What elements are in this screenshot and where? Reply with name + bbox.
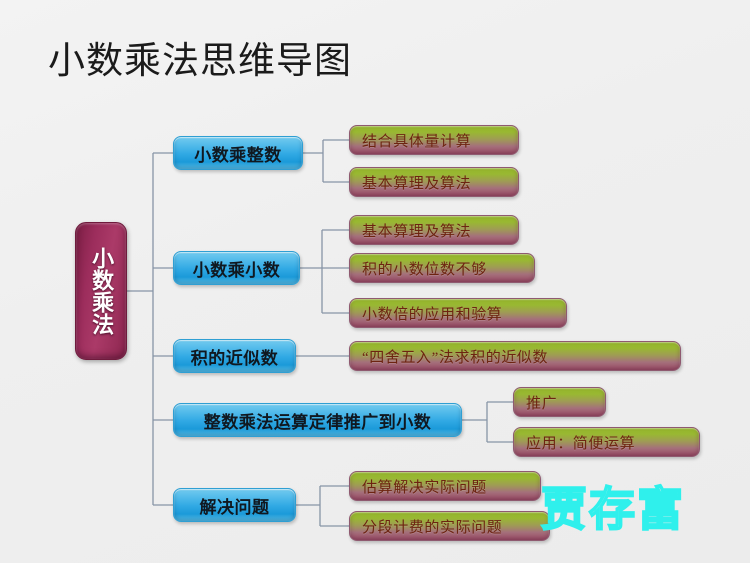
leaf-node-5-1-label: 估算解决实际问题: [362, 479, 487, 496]
branch-node-2[interactable]: 小数乘小数: [173, 251, 300, 285]
mindmap-root-label: 小数乘法: [89, 247, 115, 335]
leaf-node-3-1[interactable]: “四舍五入”法求积的近似数: [349, 341, 681, 371]
leaf-node-2-2[interactable]: 积的小数位数不够: [349, 253, 535, 283]
leaf-node-2-3[interactable]: 小数倍的应用和验算: [349, 298, 567, 328]
branch-node-5-label: 解决问题: [199, 497, 270, 517]
leaf-node-3-1-label: “四舍五入”法求积的近似数: [362, 349, 549, 366]
leaf-node-4-2-label: 应用：简便运算: [526, 435, 636, 452]
leaf-node-2-2-label: 积的小数位数不够: [362, 261, 487, 278]
branch-node-1[interactable]: 小数乘整数: [173, 136, 303, 170]
leaf-node-2-1[interactable]: 基本算理及算法: [349, 215, 519, 245]
leaf-node-4-2[interactable]: 应用：简便运算: [513, 427, 700, 457]
branch-node-5[interactable]: 解决问题: [173, 488, 296, 522]
leaf-node-4-1[interactable]: 推广: [513, 387, 606, 417]
page-title: 小数乘法思维导图: [48, 39, 352, 82]
leaf-node-1-1-label: 结合具体量计算: [362, 133, 472, 150]
leaf-node-4-1-label: 推广: [526, 395, 558, 412]
leaf-node-1-2[interactable]: 基本算理及算法: [349, 167, 519, 197]
author-watermark: 贾存富: [540, 481, 685, 537]
leaf-node-2-3-label: 小数倍的应用和验算: [362, 306, 503, 323]
branch-node-2-label: 小数乘小数: [192, 260, 281, 280]
branch-node-1-label: 小数乘整数: [194, 145, 282, 165]
mindmap-root-node[interactable]: 小数乘法: [75, 222, 127, 360]
branch-node-4[interactable]: 整数乘法运算定律推广到小数: [173, 403, 462, 437]
leaf-node-1-1[interactable]: 结合具体量计算: [349, 125, 519, 155]
branch-node-3-label: 积的近似数: [190, 348, 279, 368]
leaf-node-5-1[interactable]: 估算解决实际问题: [349, 471, 541, 501]
leaf-node-2-1-label: 基本算理及算法: [362, 223, 472, 240]
leaf-node-5-2-label: 分段计费的实际问题: [362, 519, 503, 536]
branch-node-4-label: 整数乘法运算定律推广到小数: [203, 412, 432, 432]
leaf-node-5-2[interactable]: 分段计费的实际问题: [349, 511, 550, 541]
leaf-node-1-2-label: 基本算理及算法: [362, 175, 472, 192]
branch-node-3[interactable]: 积的近似数: [173, 339, 296, 373]
